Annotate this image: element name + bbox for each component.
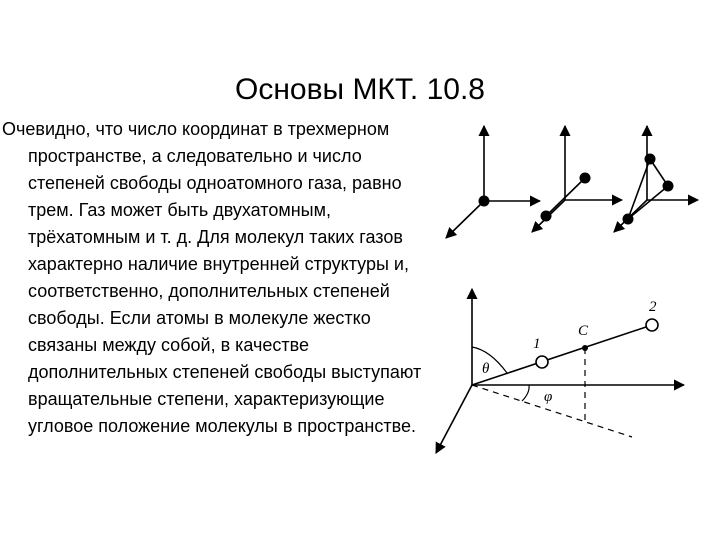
rotation-figure: 1 2 C θ φ [435,287,686,454]
triatomic-atom-2 [662,180,674,192]
paragraph-continuation: пространстве, а следовательно и число ст… [28,146,422,436]
atom-1-label: 1 [533,336,541,352]
x-axis [435,384,473,454]
atom-2-label: 2 [649,299,657,315]
body-paragraph: Очевидно, что число координат в трехмерн… [2,116,442,440]
monoatomic-axes [445,124,542,239]
triatomic-atom-1 [644,153,656,165]
center-label: C [578,323,589,339]
monoatomic-atom [478,195,490,207]
molecule-bond [471,324,653,386]
center-of-mass [582,345,588,351]
phi-label: φ [544,389,552,405]
triatomic-atom-3 [622,213,634,225]
atom-2 [645,318,659,332]
diatomic-atom-2 [579,172,591,184]
paragraph-first-line: Очевидно, что число координат в трехмерн… [2,119,390,139]
atom-1 [535,355,549,369]
molecule-axes-figure [445,124,700,239]
phi-arc [521,384,530,402]
theta-arc [471,346,508,374]
theta-label: θ [482,361,490,377]
diatomic-atom-1 [540,210,552,222]
slide-title: Основы МКТ. 10.8 [235,73,485,106]
